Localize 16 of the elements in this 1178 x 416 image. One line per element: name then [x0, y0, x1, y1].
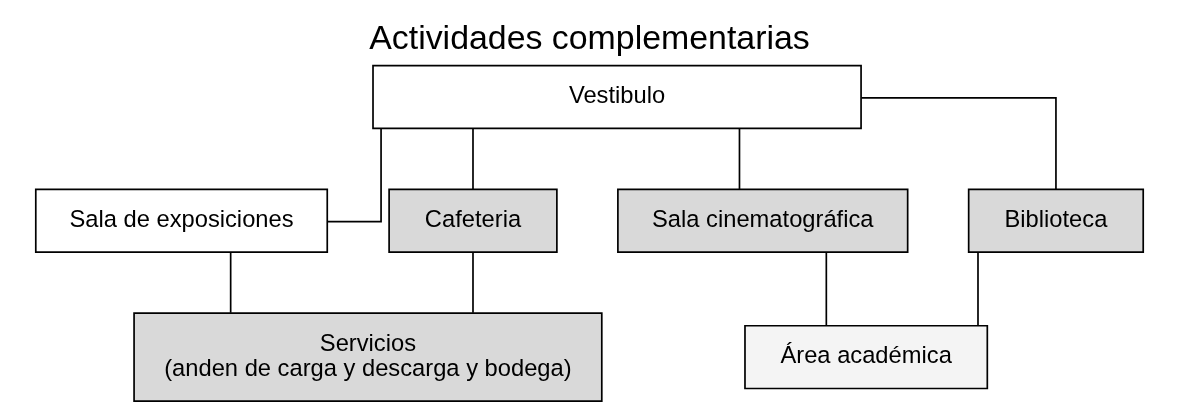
connector: [471, 128, 474, 190]
connector: [738, 128, 740, 190]
node-box: Sala cinematográfica: [616, 188, 908, 253]
connector: [471, 251, 474, 314]
connector: [976, 251, 979, 327]
node-box: Sala de exposiciones: [34, 188, 328, 253]
node-box: Vestibulo: [371, 64, 862, 130]
diagram-title: Actividades complementarias: [368, 17, 810, 56]
connector: [326, 127, 382, 223]
connector: [860, 97, 1057, 190]
node-box: Servicios (anden de carga y descarga y bodega): [132, 312, 603, 403]
connector: [825, 251, 827, 327]
node-box: Biblioteca: [967, 188, 1144, 253]
node-box: Área académica: [743, 324, 988, 390]
node-box: Cafeteria: [387, 188, 558, 253]
connector: [229, 251, 231, 314]
